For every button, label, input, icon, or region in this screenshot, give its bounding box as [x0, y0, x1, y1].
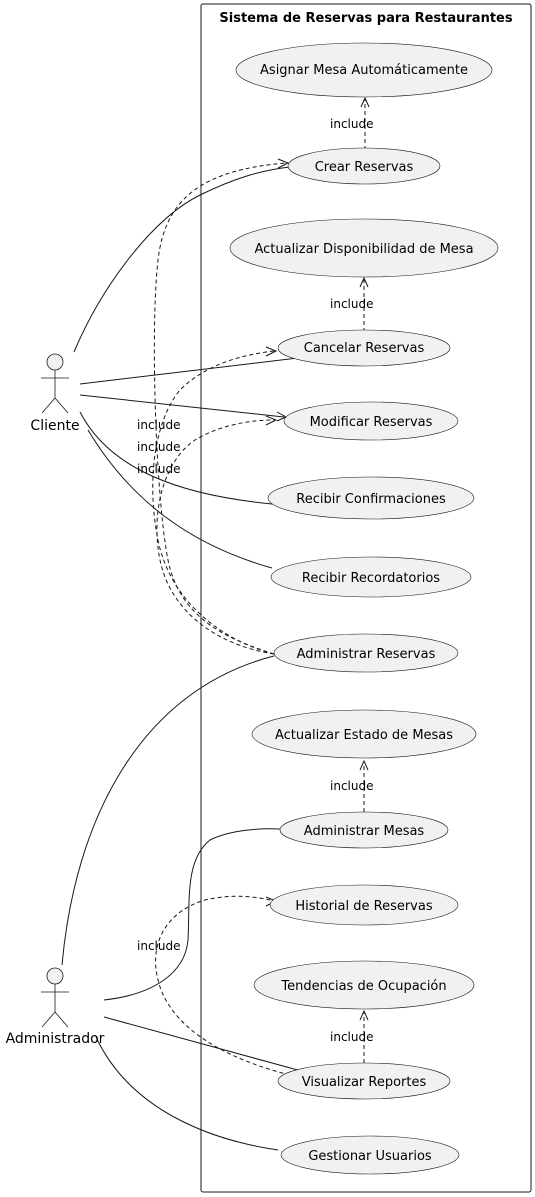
- include-label-admin-crear: include: [137, 462, 180, 476]
- actor-cliente[interactable]: Cliente: [30, 353, 80, 434]
- svg-text:Gestionar Usuarios: Gestionar Usuarios: [308, 1149, 432, 1164]
- include-label-crear-asignar: include: [330, 117, 373, 131]
- use-case-asignar-mesa[interactable]: Asignar Mesa Automáticamente: [235, 42, 493, 98]
- use-case-actualizar-disponibilidad[interactable]: Actualizar Disponibilidad de Mesa: [229, 218, 499, 278]
- use-case-visualizar-reportes[interactable]: Visualizar Reportes: [277, 1062, 451, 1100]
- use-case-tendencias-ocupacion[interactable]: Tendencias de Ocupación: [253, 960, 475, 1010]
- assoc-cliente-recordatorios: [87, 429, 273, 569]
- assoc-admin-administrar-reservas: [61, 655, 275, 966]
- actor-administrador[interactable]: Administrador: [6, 967, 105, 1047]
- use-case-cancelar-reservas[interactable]: Cancelar Reservas: [277, 329, 451, 367]
- svg-text:Recibir Recordatorios: Recibir Recordatorios: [302, 571, 440, 586]
- include-cancelar-disponibilidad-arrowhead: [359, 276, 369, 288]
- include-crear-asignar-arrowhead: [360, 96, 370, 108]
- assoc-admin-administrar-mesas: [103, 828, 281, 1001]
- include-label-reportes-tendencias: include: [330, 1030, 373, 1044]
- actor-administrador-head: [46, 967, 64, 985]
- use-case-actualizar-estado-mesas[interactable]: Actualizar Estado de Mesas: [251, 709, 477, 759]
- actor-cliente-label: Cliente: [30, 418, 79, 434]
- svg-text:Administrar Mesas: Administrar Mesas: [304, 824, 425, 839]
- include-admin-reservas-crear-arrowhead: [277, 158, 290, 169]
- include-admin-reservas-modificar-arrowhead: [265, 415, 278, 426]
- use-case-crear-reservas[interactable]: Crear Reservas: [287, 147, 441, 185]
- svg-text:Asignar Mesa Automáticamente: Asignar Mesa Automáticamente: [260, 63, 468, 78]
- svg-text:Historial de Reservas: Historial de Reservas: [295, 899, 432, 914]
- use-case-recibir-recordatorios[interactable]: Recibir Recordatorios: [270, 556, 472, 598]
- use-case-administrar-mesas[interactable]: Administrar Mesas: [279, 811, 449, 849]
- include-admin-reservas-cancelar: [152, 350, 275, 655]
- include-label-admin-cancelar: include: [137, 440, 180, 454]
- include-reportes-historial: [155, 895, 291, 1076]
- actor-administrador-label: Administrador: [6, 1031, 105, 1047]
- use-case-gestionar-usuarios[interactable]: Gestionar Usuarios: [280, 1135, 460, 1175]
- include-label-cancelar-disponibilidad: include: [330, 297, 373, 311]
- svg-text:Modificar Reservas: Modificar Reservas: [310, 415, 433, 430]
- include-admin-reservas-modificar: [156, 419, 275, 655]
- assoc-cliente-crear: [73, 166, 291, 353]
- assoc-cliente-modificar: [79, 394, 285, 418]
- use-case-modificar-reservas[interactable]: Modificar Reservas: [283, 401, 459, 441]
- use-case-historial-reservas[interactable]: Historial de Reservas: [269, 884, 459, 926]
- svg-text:Recibir Confirmaciones: Recibir Confirmaciones: [296, 492, 446, 507]
- assoc-admin-gestionar-usuarios: [95, 1036, 279, 1151]
- assoc-cliente-cancelar: [79, 356, 307, 385]
- svg-text:Actualizar Disponibilidad de M: Actualizar Disponibilidad de Mesa: [254, 242, 473, 257]
- use-case-administrar-reservas[interactable]: Administrar Reservas: [273, 633, 459, 673]
- svg-text:Crear Reservas: Crear Reservas: [315, 160, 414, 175]
- svg-text:Cancelar Reservas: Cancelar Reservas: [304, 341, 425, 356]
- assoc-cliente-confirmaciones: [79, 411, 273, 505]
- actor-cliente-head: [46, 353, 64, 371]
- include-label-mesas-estado: include: [330, 779, 373, 793]
- assoc-admin-visualizar-reportes: [103, 1016, 306, 1073]
- svg-text:Tendencias de Ocupación: Tendencias de Ocupación: [280, 979, 446, 994]
- system-boundary: [200, 3, 532, 1193]
- system-title: Sistema de Reservas para Restaurantes: [219, 11, 512, 26]
- use-case-recibir-confirmaciones[interactable]: Recibir Confirmaciones: [267, 476, 475, 520]
- include-label-admin-modificar: include: [137, 418, 180, 432]
- include-label-reportes-historial: include: [137, 939, 180, 953]
- include-admin-reservas-cancelar-arrowhead: [265, 346, 278, 357]
- svg-text:Administrar Reservas: Administrar Reservas: [297, 647, 436, 662]
- include-mesas-estado-arrowhead: [359, 759, 369, 771]
- include-reportes-tendencias-arrowhead: [359, 1009, 369, 1021]
- svg-text:Visualizar Reportes: Visualizar Reportes: [302, 1075, 427, 1090]
- svg-text:Actualizar Estado de Mesas: Actualizar Estado de Mesas: [275, 728, 453, 743]
